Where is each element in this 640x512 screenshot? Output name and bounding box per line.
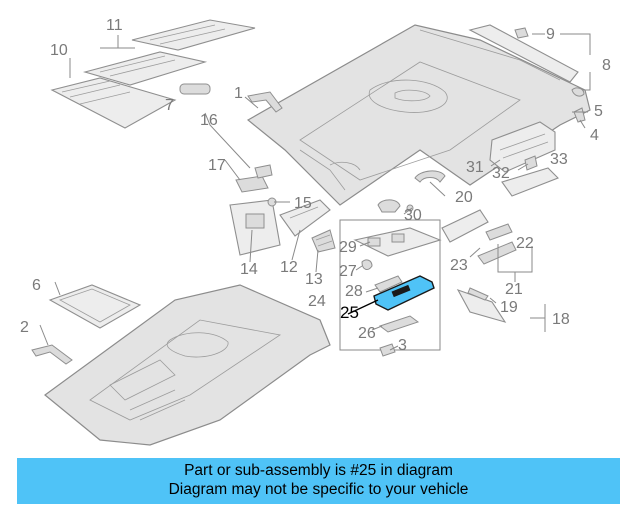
callout-4: 4 [590, 127, 599, 144]
callout-29: 29 [339, 239, 357, 256]
callout-5: 5 [594, 103, 603, 120]
clip-5 [571, 87, 585, 97]
callout-10: 10 [50, 42, 68, 59]
grab-handle-20 [414, 170, 446, 183]
clip-22b [477, 241, 517, 265]
callout-28: 28 [345, 283, 363, 300]
callout-17: 17 [208, 157, 226, 174]
roof-panel-10-upper [82, 51, 208, 86]
callout-22: 22 [516, 235, 534, 252]
callout-13: 13 [305, 271, 323, 288]
clip-19 [467, 287, 489, 301]
callout-33: 33 [550, 151, 568, 168]
callout-20: 20 [455, 189, 473, 206]
headliner-lower [44, 284, 331, 446]
callout-19: 19 [500, 299, 518, 316]
callout-31: 31 [466, 159, 484, 176]
info-banner: Part or sub-assembly is #25 in diagram D… [17, 458, 620, 504]
callout-23: 23 [450, 257, 468, 274]
callout-27: 27 [339, 263, 357, 280]
callout-16: 16 [200, 112, 218, 129]
callout-1: 1 [234, 85, 243, 102]
callout-12: 12 [280, 259, 298, 276]
callout-26: 26 [358, 325, 376, 342]
callout-15: 15 [294, 195, 312, 212]
callout-24: 24 [308, 293, 326, 310]
cover-26 [378, 315, 420, 333]
callout-6: 6 [32, 277, 41, 294]
callout-11: 11 [106, 17, 123, 34]
callout-21: 21 [505, 281, 523, 298]
highlighted-part-25 [347, 275, 435, 315]
overhead-console-group [339, 219, 442, 357]
callout-32: 32 [492, 165, 510, 182]
handle-1 [247, 91, 283, 113]
handle-30 [377, 199, 401, 213]
clip-9 [514, 27, 529, 39]
handle-2 [31, 344, 73, 365]
sun-visor-14 [229, 199, 281, 256]
clip-3 [379, 343, 396, 357]
clip-16 [254, 164, 273, 179]
map-lamp-31 [489, 121, 556, 173]
bracket-23 [441, 209, 489, 243]
clip-7 [179, 83, 211, 95]
banner-line-1: Part or sub-assembly is #25 in diagram [184, 462, 453, 479]
visor-12 [279, 199, 331, 237]
callout-3: 3 [398, 337, 407, 354]
callout-25: 25 [340, 303, 359, 322]
lamp-lens-32 [501, 167, 559, 197]
callout-7: 7 [165, 97, 174, 114]
callout-numbers: 11 10 7 1 9 8 5 4 16 17 15 14 12 13 6 2 … [20, 17, 611, 354]
callout-9: 9 [546, 26, 555, 43]
clip-27 [361, 259, 373, 270]
callout-30: 30 [404, 207, 422, 224]
parts-diagram: 11 10 7 1 9 8 5 4 16 17 15 14 12 13 6 2 … [20, 17, 611, 446]
callout-2: 2 [20, 319, 29, 336]
banner-line-2: Diagram may not be specific to your vehi… [168, 481, 469, 498]
bulb-33 [524, 155, 538, 171]
lamp-13 [311, 229, 336, 253]
clip-22a [485, 223, 513, 241]
leader-lines [39, 33, 591, 351]
clip-28 [374, 275, 403, 293]
sunroof-glass-6 [48, 284, 142, 329]
roof-panel-11 [131, 19, 256, 51]
callout-8: 8 [602, 57, 611, 74]
visor-clip-17 [235, 175, 269, 193]
roof-panel-10-lower [50, 77, 177, 129]
callout-14: 14 [240, 261, 258, 278]
screw-30 [406, 204, 414, 212]
callout-18: 18 [552, 311, 570, 328]
